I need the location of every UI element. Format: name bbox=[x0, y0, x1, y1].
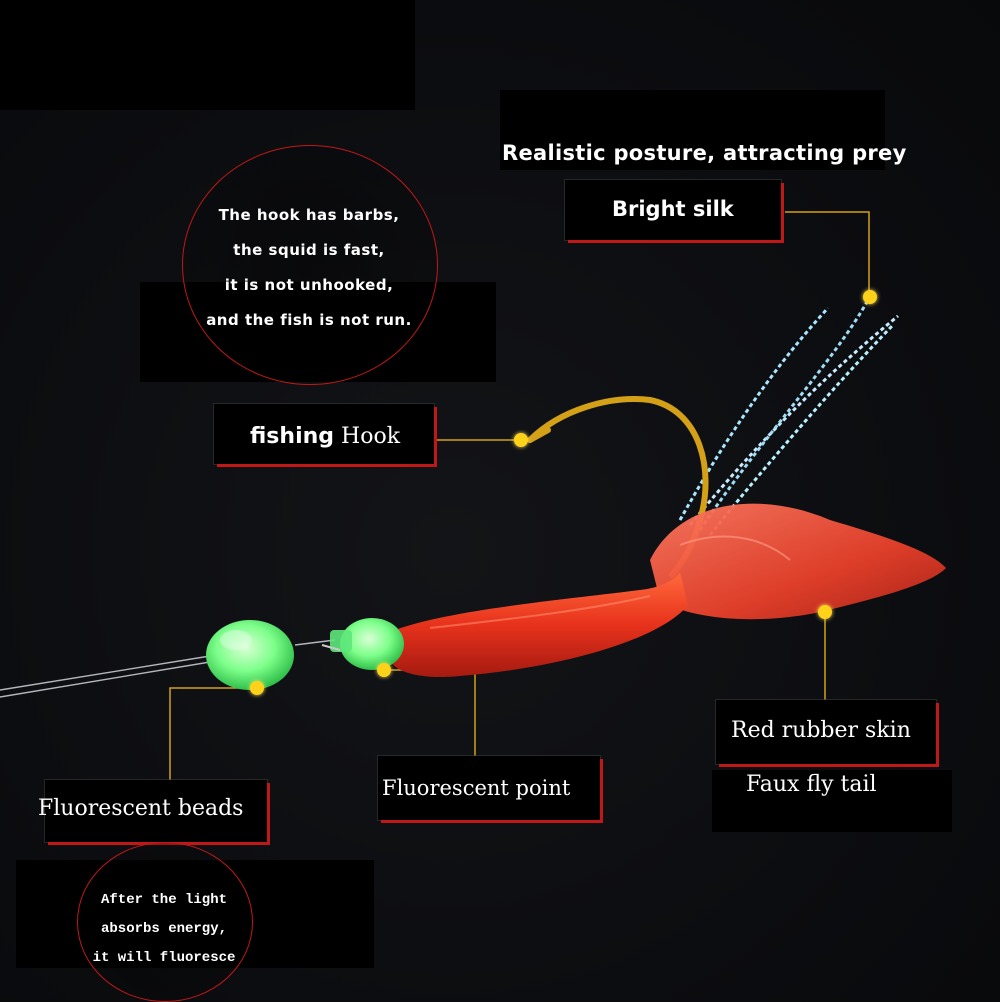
fluorescence-callout-text: After the light absorbs energy, it will … bbox=[77, 886, 251, 973]
fishing-hook-label-plain: Hook bbox=[341, 424, 401, 449]
fluorescence-line-1: After the light bbox=[100, 892, 228, 908]
fluorescence-callout-circle bbox=[77, 842, 253, 1002]
fluorescent-point bbox=[340, 618, 404, 670]
red-rubber-skin-panel bbox=[716, 700, 936, 764]
fishing-hook-label-bold: fishing bbox=[250, 424, 335, 449]
bright-silk-panel bbox=[565, 180, 781, 240]
marker-dot-red-rubber-skin bbox=[818, 605, 832, 619]
posture-headline: Realistic posture, attracting prey bbox=[502, 141, 907, 165]
fishing-hook-label: fishing Hook bbox=[250, 424, 400, 449]
hook-barbs-line-3: it is not unhooked, bbox=[224, 276, 394, 294]
fluorescent-beads-panel bbox=[45, 780, 267, 842]
fluorescent-point-panel bbox=[378, 756, 600, 820]
fishing-line bbox=[0, 639, 336, 698]
hook-barbs-callout-text: The hook has barbs, the squid is fast, i… bbox=[182, 198, 436, 338]
marker-dot-bright-silk bbox=[863, 290, 877, 304]
red-rubber-skin-label: Red rubber skin bbox=[731, 718, 911, 743]
fishing-hook-panel bbox=[214, 404, 434, 464]
black-block-faux-tail bbox=[712, 770, 952, 832]
marker-dot-fluorescent-point bbox=[377, 663, 391, 677]
fluorescent-point-label: Fluorescent point bbox=[382, 776, 571, 800]
fluorescence-line-3: it will fluoresce bbox=[92, 950, 236, 966]
hook-barbs-callout-circle bbox=[182, 145, 438, 385]
black-block-top-left bbox=[0, 0, 415, 110]
bright-silk-strands bbox=[678, 299, 899, 536]
marker-dot-fluorescent-beads bbox=[250, 681, 264, 695]
black-block-posture bbox=[500, 90, 885, 170]
faux-fly-tail-label: Faux fly tail bbox=[746, 772, 877, 797]
red-rubber-body bbox=[390, 572, 688, 678]
bright-silk-label: Bright silk bbox=[612, 197, 734, 221]
hook-barbs-line-2: the squid is fast, bbox=[233, 241, 385, 259]
fluorescent-beads-label: Fluorescent beads bbox=[38, 796, 244, 821]
hook-barbs-line-1: The hook has barbs, bbox=[218, 206, 400, 224]
fluorescent-bead bbox=[206, 620, 294, 690]
fluorescence-line-2: absorbs energy, bbox=[100, 921, 228, 937]
red-rubber-skirt bbox=[650, 503, 946, 620]
marker-dot-hook bbox=[514, 433, 528, 447]
hook-barbs-line-4: and the fish is not run. bbox=[206, 311, 412, 329]
